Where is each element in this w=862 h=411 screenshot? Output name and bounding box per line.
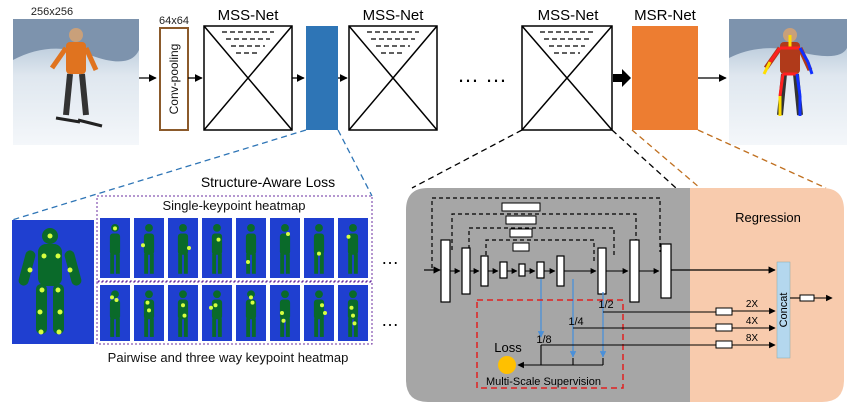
single-keypoint-heatmap <box>202 218 232 278</box>
single-keypoint-heatmap <box>304 218 334 278</box>
body-heatmap-large <box>12 220 94 344</box>
single-keypoint-label: Single-keypoint heatmap <box>162 198 305 213</box>
pairwise-keypoint-heatmap <box>134 285 164 341</box>
skip-layer <box>505 215 537 225</box>
encoder-decoder-layers <box>440 239 672 303</box>
conv-pooling-label: Conv-pooling <box>167 44 181 115</box>
concat-label: Concat <box>778 293 790 328</box>
mss-net-1-title: MSS-Net <box>218 7 280 24</box>
skip-layer <box>501 202 541 212</box>
mss-net-block-1 <box>203 25 293 131</box>
regression-title: Regression <box>735 210 801 225</box>
conv-pooling-size-label: 64x64 <box>159 15 189 27</box>
pairwise-keypoint-group <box>96 281 373 345</box>
pairwise-keypoint-heatmap <box>304 285 334 341</box>
skip-layer <box>509 228 533 238</box>
pairwise-keypoint-heatmap <box>168 285 198 341</box>
mss-net-last-title: MSS-Net <box>538 7 600 24</box>
pairwise-keypoint-heatmap <box>100 285 130 341</box>
concat-bar <box>776 261 791 359</box>
detail-ellipsis-2: … <box>381 310 399 330</box>
upsample-label-4x: 4X <box>746 316 759 327</box>
single-keypoint-heatmap <box>134 218 164 278</box>
pairwise-keypoint-heatmap <box>202 285 232 341</box>
single-keypoint-heatmap <box>168 218 198 278</box>
single-keypoint-heatmap <box>338 218 368 278</box>
input-skier-photo <box>13 19 139 145</box>
intermediate-output-block <box>306 26 338 130</box>
single-keypoint-group <box>96 195 373 282</box>
mss-net-block-last <box>521 25 613 131</box>
skip-layer <box>512 242 530 252</box>
upsample-label-2x: 2X <box>746 299 759 310</box>
skip-connections <box>431 197 661 268</box>
output-pose-photo <box>729 19 847 145</box>
structure-aware-loss-title: Structure-Aware Loss <box>201 174 335 190</box>
input-size-label: 256x256 <box>31 6 73 18</box>
stage-ellipsis: … … <box>457 62 507 87</box>
single-keypoint-heatmap <box>236 218 266 278</box>
loss-label: Loss <box>494 340 522 355</box>
upsample-blocks <box>715 307 733 349</box>
pairwise-keypoint-heatmap-row <box>100 285 368 341</box>
pairwise-keypoint-heatmap <box>338 285 368 341</box>
multi-scale-supervision-box <box>476 299 624 389</box>
mss-net-2-title: MSS-Net <box>363 7 425 24</box>
msr-net-title: MSR-Net <box>634 7 697 24</box>
msr-net-block <box>632 26 698 130</box>
scale-label-1-2: 1/2 <box>598 299 613 311</box>
regression-output-block <box>799 294 815 302</box>
conv-pooling-block <box>159 27 189 131</box>
pairwise-keypoint-label: Pairwise and three way keypoint heatmap <box>108 350 349 365</box>
single-keypoint-heatmap-row <box>100 218 368 278</box>
scale-label-1-4: 1/4 <box>568 316 583 328</box>
mss-net-detail-panel <box>406 188 690 402</box>
pairwise-keypoint-heatmap <box>236 285 266 341</box>
multi-scale-supervision-label: Multi-Scale Supervision <box>486 376 601 388</box>
pairwise-keypoint-heatmap <box>270 285 300 341</box>
detail-ellipsis-1: … <box>381 248 399 268</box>
loss-dot <box>498 356 516 374</box>
upsample-label-8x: 8X <box>746 333 759 344</box>
single-keypoint-heatmap <box>100 218 130 278</box>
thick-arrow <box>613 69 631 87</box>
mss-net-block-2 <box>348 25 438 131</box>
single-keypoint-heatmap <box>270 218 300 278</box>
pose-skeleton-overlay <box>762 35 814 116</box>
scale-label-1-8: 1/8 <box>536 334 551 346</box>
